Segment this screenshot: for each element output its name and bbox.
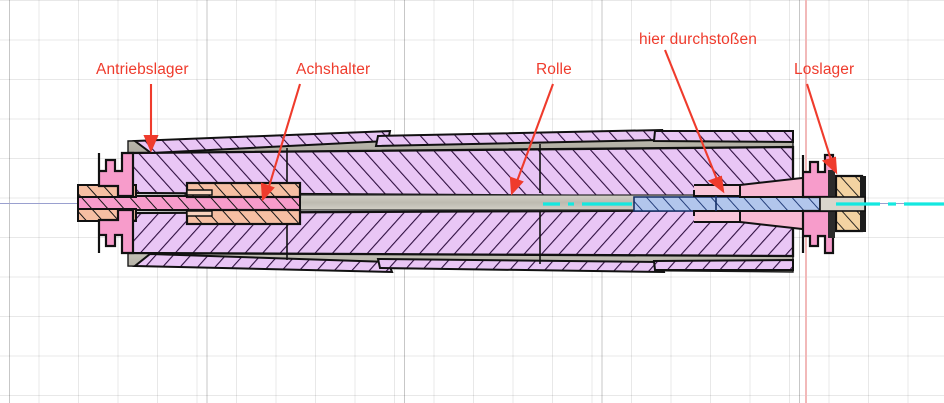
leader-antriebslager xyxy=(143,84,159,153)
pierced-shaft-section xyxy=(633,196,821,212)
roller-flute-lower xyxy=(132,252,794,274)
annotation-leaders xyxy=(143,49,838,202)
label-rolle: Rolle xyxy=(536,61,572,78)
drive-axle-shaft xyxy=(77,195,301,211)
roller-flute-upper xyxy=(132,128,794,155)
axle-holder-achshalter xyxy=(185,181,302,226)
drive-bearing-antriebslager xyxy=(97,151,135,255)
leader-achshalter xyxy=(260,83,302,202)
label-antriebslager: Antriebslager xyxy=(96,61,189,78)
leader-hier-durchstossen xyxy=(664,49,725,194)
leader-loslager xyxy=(805,83,838,175)
label-achshalter: Achshalter xyxy=(296,61,371,78)
leader-rolle xyxy=(509,83,554,196)
label-hier-durchstossen: hier durchstoßen xyxy=(639,31,757,48)
roller-assembly xyxy=(77,128,944,274)
label-loslager: Loslager xyxy=(794,61,855,78)
